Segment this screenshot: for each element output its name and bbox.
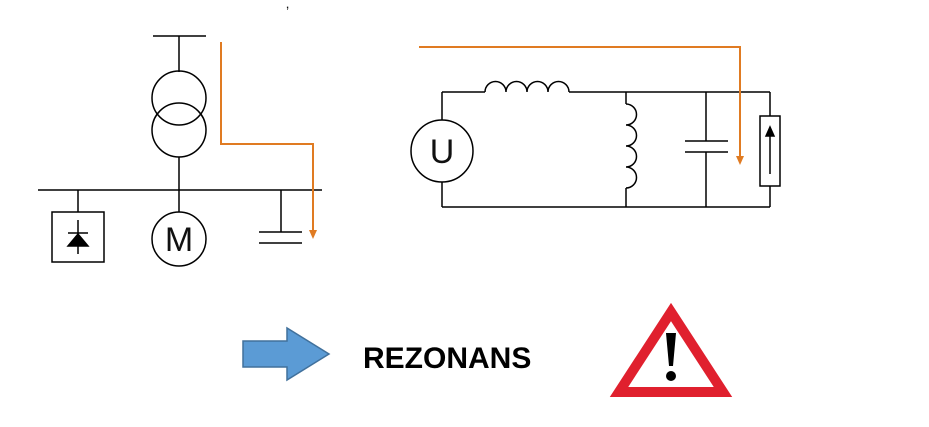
source-label: U	[430, 133, 455, 171]
current-arrowhead-right	[736, 156, 744, 165]
motor-symbol	[151, 211, 207, 267]
single-line-network	[38, 35, 322, 267]
equivalent-circuit	[410, 80, 781, 208]
series-inductor-icon	[484, 80, 570, 93]
right-arrow-icon	[242, 326, 331, 382]
current-arrowhead-left	[309, 230, 317, 239]
current-path-left	[220, 42, 317, 239]
transformer-icon	[151, 70, 207, 158]
motor-label: M	[165, 221, 193, 259]
warning-triangle-icon	[609, 302, 733, 397]
current-source-arrowhead	[764, 125, 776, 137]
current-path-right	[419, 46, 744, 165]
resonance-label: REZONANS	[363, 342, 531, 375]
shunt-inductor-icon	[625, 103, 638, 189]
stray-mark: ‚	[286, 0, 289, 11]
rectifier-icon	[51, 211, 105, 263]
